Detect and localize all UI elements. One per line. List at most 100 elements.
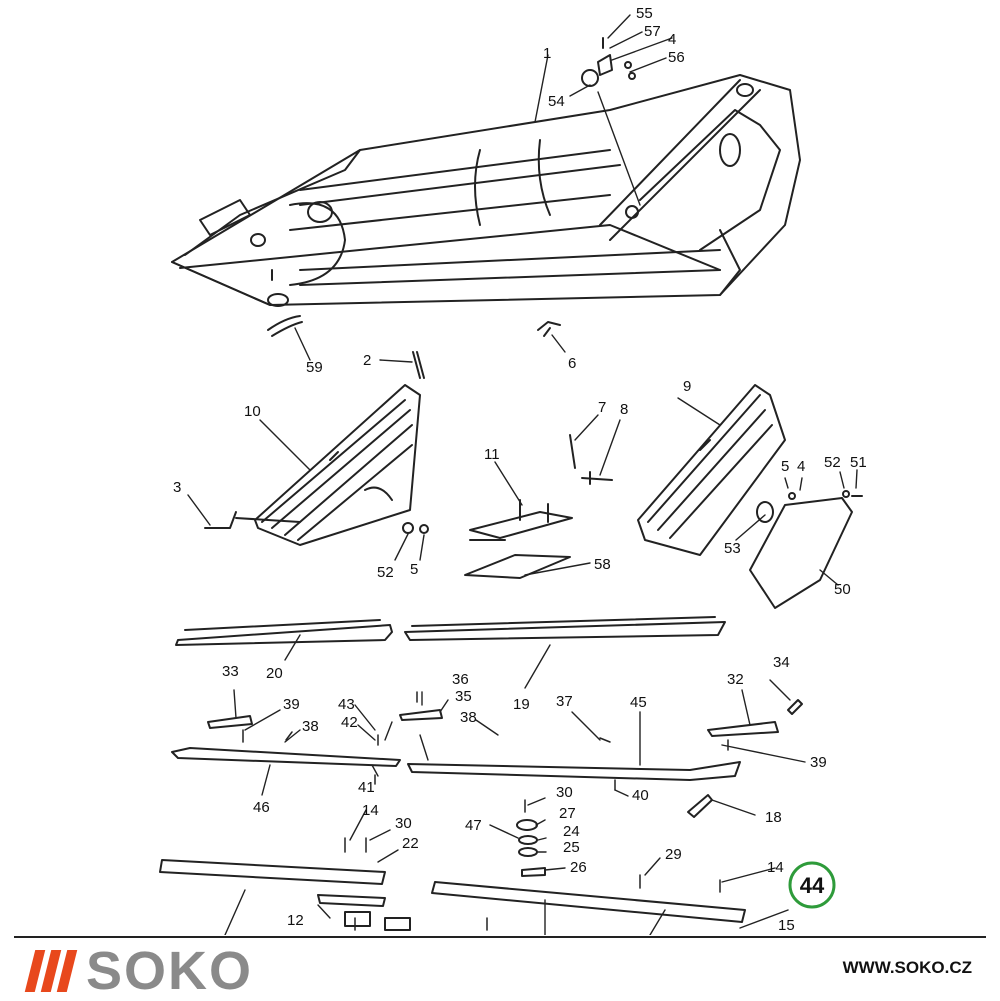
part-18-drawing [687,794,713,818]
callout-42: 42 [341,714,358,731]
callout-15: 15 [778,917,795,934]
callout-47: 47 [465,817,482,834]
callout-37: 37 [556,693,573,710]
left-side-shield-drawing [235,384,421,546]
callout-25: 25 [563,839,580,856]
website-link[interactable]: WWW.SOKO.CZ [842,958,972,977]
callout-10: 10 [244,403,261,420]
callout-40: 40 [632,787,649,804]
leader-lines [187,14,858,935]
highlighted-callout-44: 44 [788,861,836,909]
pin-6-drawing [537,321,561,337]
highlight-label: 44 [800,873,825,898]
pin-8-drawing [581,471,613,485]
callout-52-left: 52 [377,564,394,581]
stack-25-drawing [518,847,538,857]
plate-12-drawing [317,894,386,907]
callout-7: 7 [598,399,606,416]
footer-divider [14,936,986,938]
callout-54: 54 [548,93,565,110]
hold-down-33-drawing [207,715,253,729]
soko-logo: SOKO [24,944,253,998]
stack-24-drawing [518,835,538,845]
callout-19: 19 [513,696,530,713]
footer: SOKO WWW.SOKO.CZ [0,936,1000,1000]
callout-9: 9 [683,378,691,395]
callout-56: 56 [668,49,685,66]
clip-59-drawing [267,315,303,337]
callout-labels: 55 57 4 56 1 54 59 2 6 10 3 52 5 11 7 8 … [173,5,867,934]
right-side-shield-drawing [637,384,786,556]
callout-57: 57 [644,23,661,40]
callout-4-right: 4 [797,458,805,475]
callout-29: 29 [665,846,682,863]
hold-down-32-drawing [707,721,779,737]
pin-2-drawing [412,351,425,379]
callout-22: 22 [402,835,419,852]
washer-52-right-drawing [842,490,850,498]
callout-45: 45 [630,694,647,711]
callout-6: 6 [568,355,576,372]
callout-18: 18 [765,809,782,826]
cover-50-drawing [749,497,853,609]
callout-58: 58 [594,556,611,573]
callout-14-right: 14 [767,859,784,876]
knife-back-left-drawing [159,859,386,885]
callout-59: 59 [306,359,323,376]
callout-20: 20 [266,665,283,682]
part-26-drawing [521,867,546,877]
logo-bars-icon [24,950,78,992]
callout-38-mid: 38 [460,709,477,726]
pin-7-drawing [569,434,576,469]
callout-41: 41 [358,779,375,796]
callout-30-mid: 30 [556,784,573,801]
callout-5-right: 5 [781,458,789,475]
part-28-drawing [344,911,371,927]
callout-36: 36 [452,671,469,688]
callout-53: 53 [724,540,741,557]
callout-38-left: 38 [302,718,319,735]
callout-27: 27 [559,805,576,822]
callout-50: 50 [834,581,851,598]
callout-33: 33 [222,663,239,680]
callout-4: 4 [668,31,676,48]
part-53-drawing [756,501,774,523]
header-frame-drawing [171,74,801,307]
callout-34: 34 [773,654,790,671]
top-bolts-drawing [581,37,636,87]
callout-51: 51 [850,454,867,471]
stack-27-drawing [516,819,538,831]
callout-12: 12 [287,912,304,929]
callout-5-left: 5 [410,561,418,578]
callout-2: 2 [363,352,371,369]
washers-right-drawing [788,492,796,500]
callout-14-left: 14 [362,802,379,819]
callout-32: 32 [727,671,744,688]
plate-58-drawing [464,554,571,579]
nut-5-left-drawing [419,524,429,534]
rail-45-drawing [407,761,741,781]
callout-24: 24 [563,823,580,840]
callout-55: 55 [636,5,653,22]
part-34-drawing [787,699,803,715]
callout-8: 8 [620,401,628,418]
callout-30-left: 30 [395,815,412,832]
callout-46: 46 [253,799,270,816]
parts-diagram: 55 57 4 56 1 54 59 2 6 10 3 52 5 11 7 8 … [159,5,867,935]
rail-46-drawing [171,747,401,767]
small-bolts-drawing [242,691,729,931]
callout-26: 26 [570,859,587,876]
callout-39-left: 39 [283,696,300,713]
part-13-drawing [384,917,411,931]
knife-back-right-drawing [431,881,746,923]
knife-section-19-drawing [404,616,726,641]
highlight-ring [788,861,836,909]
callout-11: 11 [484,446,500,463]
bolt-3-drawing [204,511,237,529]
knife-section-20-drawing [175,619,393,646]
callout-39-right: 39 [810,754,827,771]
callout-3: 3 [173,479,181,496]
callout-43: 43 [338,696,355,713]
hold-down-35-drawing [399,709,443,721]
callout-52-right: 52 [824,454,841,471]
